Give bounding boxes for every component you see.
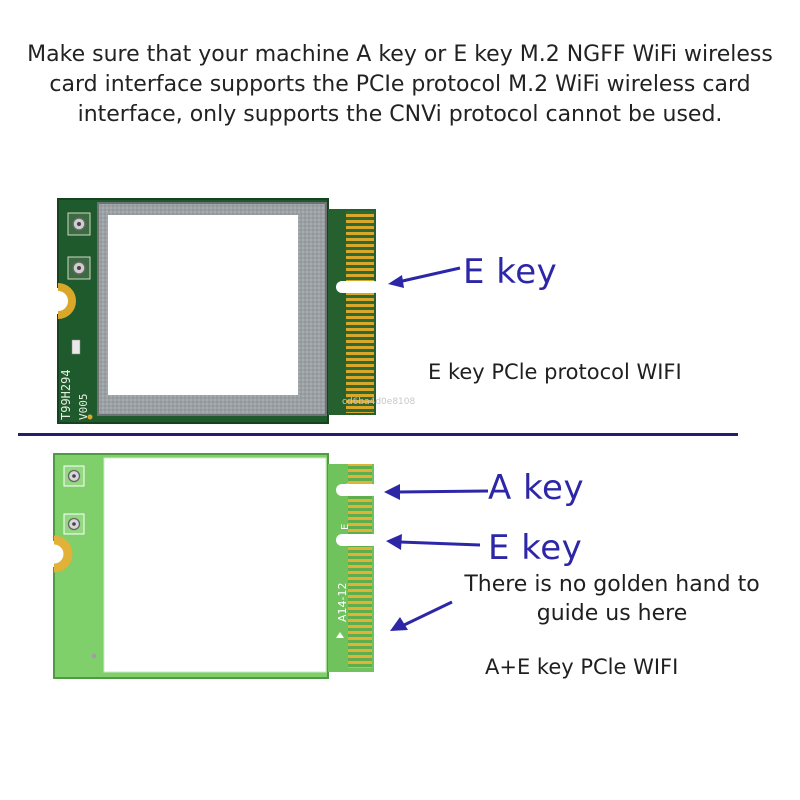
watermark-text: cd6ba4d0e8108 <box>342 397 416 407</box>
note-line-2: guide us here <box>536 601 688 626</box>
intro-line-2: card interface supports the PCIe protoco… <box>49 72 751 97</box>
top-e-key-label: E key <box>463 252 558 292</box>
a-key-label: A key <box>488 468 585 508</box>
no-golden-hand-note: There is no golden hand to guide us here <box>452 570 772 628</box>
bottom-protocol-label: A+E key PCle WIFI <box>485 655 679 679</box>
note-line-1: There is no golden hand to <box>464 572 760 597</box>
bottom-wifi-card-image: A E A14-12 <box>53 453 378 679</box>
pcb-silkscreen-text-2: V005 <box>77 394 90 421</box>
top-wifi-card-image: T99H294 V005 <box>57 198 380 424</box>
top-protocol-label: E key PCle protocol WIFI <box>428 360 682 384</box>
intro-line-3: interface, only supports the CNVi protoc… <box>77 102 723 127</box>
pcb-silkscreen-text: T99H294 <box>59 369 73 420</box>
pin-label-range: A14-12 <box>336 583 349 623</box>
section-divider <box>18 433 738 436</box>
no-golden-hand-arrow <box>390 600 453 631</box>
e-key-arrow-bottom <box>386 534 481 550</box>
pin-label-e: E <box>340 524 351 530</box>
intro-text: Make sure that your machine A key or E k… <box>0 40 800 130</box>
intro-line-1: Make sure that your machine A key or E k… <box>27 42 773 67</box>
a-key-arrow <box>384 484 489 500</box>
bottom-e-key-label: E key <box>488 528 583 568</box>
e-key-arrow-top <box>388 266 461 288</box>
pin-label-a: A <box>340 483 351 490</box>
